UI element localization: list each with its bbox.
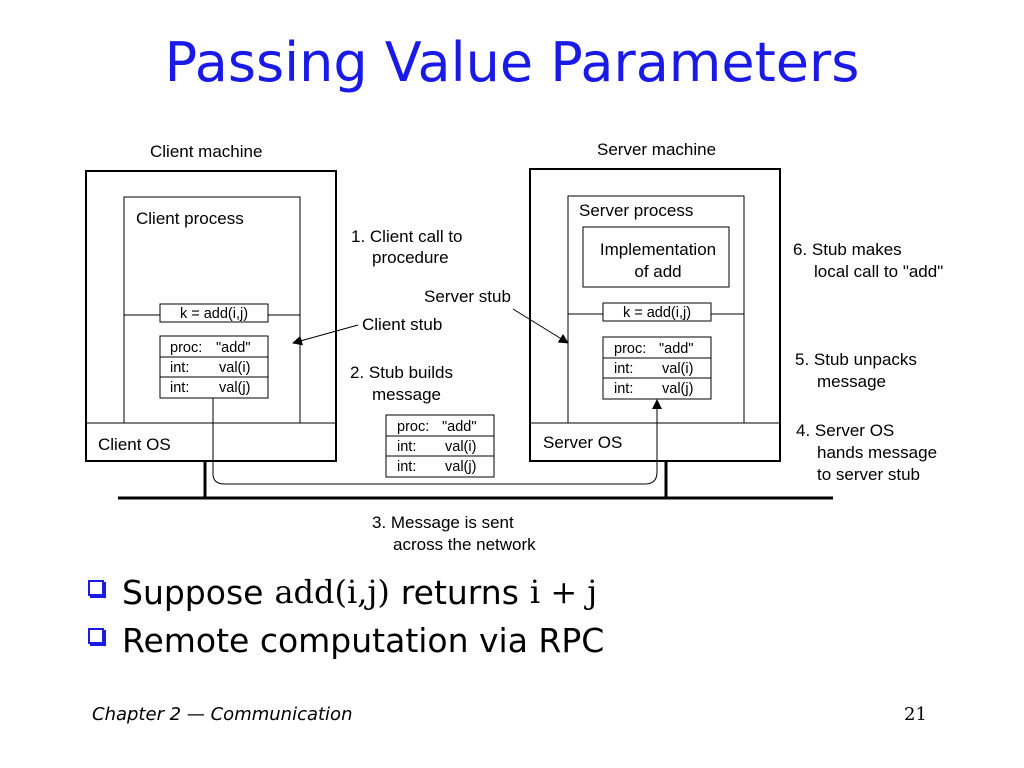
message-row-label: int: [614, 381, 633, 397]
step5-line2: message [817, 372, 886, 391]
client-message-box: proc: "add" int: val(i) int: val(j) [159, 335, 269, 399]
message-row-label: int: [170, 360, 189, 376]
client-process-label: Client process [136, 209, 244, 228]
bullet-item-suppose: Suppose add(i,j) returns i + j [88, 568, 604, 616]
step4-line3: to server stub [817, 465, 920, 484]
step3-line1: 3. Message is sent [372, 513, 514, 532]
bullet-item-remote: Remote computation via RPC [88, 616, 604, 664]
message-row-value: val(i) [662, 361, 693, 377]
bullet-code: add(i,j) [274, 573, 390, 611]
message-path-arrow [212, 398, 662, 485]
message-row-value: "add" [442, 419, 477, 435]
step2-line1: 2. Stub builds [350, 363, 453, 382]
hollow-square-bullet-icon [88, 628, 104, 644]
client-machine-label: Client machine [150, 142, 262, 161]
server-machine-label: Server machine [597, 140, 716, 159]
step4-line1: 4. Server OS [796, 421, 894, 440]
client-process-box [123, 196, 301, 424]
message-row-label: proc: [397, 419, 429, 435]
bullet-list: Suppose add(i,j) returns i + j Remote co… [88, 568, 604, 664]
client-os-label: Client OS [98, 435, 171, 454]
transit-message-box: proc: "add" int: val(i) int: val(j) [385, 414, 495, 478]
client-stub-arrow [292, 324, 359, 346]
message-row-value: val(j) [219, 380, 250, 396]
message-row-label: int: [170, 380, 189, 396]
implementation-line2: of add [634, 262, 681, 281]
implementation-line1: Implementation [600, 240, 716, 259]
step6-line1: 6. Stub makes [793, 240, 902, 259]
footer-topic: Communication [210, 704, 353, 725]
bullet-code: i + j [529, 573, 598, 611]
step1-line2: procedure [372, 248, 449, 267]
footer-dash: — [186, 704, 205, 725]
bullet-word: returns [400, 572, 519, 612]
message-row-value: val(j) [662, 381, 693, 397]
bullet-text: Remote computation via RPC [122, 620, 605, 660]
client-stub-label: Client stub [362, 315, 442, 334]
client-call-box [159, 303, 269, 323]
server-os-label: Server OS [543, 433, 622, 452]
client-machine-box [85, 170, 337, 462]
footer-chapter: Chapter 2 — Communication [92, 704, 352, 725]
message-row-value: val(i) [445, 439, 476, 455]
server-machine-box [529, 168, 781, 462]
client-call-text: k = add(i,j) [180, 306, 248, 322]
message-row-value: val(j) [445, 459, 476, 475]
step2-line2: message [372, 385, 441, 404]
message-row-value: "add" [216, 340, 251, 356]
bullet-word: Suppose [122, 572, 264, 612]
step1-line1: 1. Client call to [351, 227, 463, 246]
server-process-label: Server process [579, 201, 693, 220]
message-row-label: proc: [170, 340, 202, 356]
server-process-box [567, 195, 745, 424]
step5-line1: 5. Stub unpacks [795, 350, 917, 369]
footer-chapter-text: Chapter 2 [92, 704, 182, 725]
step6-line2: local call to "add" [814, 262, 943, 281]
message-row-label: int: [614, 361, 633, 377]
page-number: 21 [904, 704, 927, 725]
message-row-label: proc: [614, 341, 646, 357]
step4-line2: hands message [817, 443, 937, 462]
implementation-box [582, 226, 730, 288]
server-call-text: k = add(i,j) [623, 305, 691, 321]
step3-line2: across the network [393, 535, 536, 554]
hollow-square-bullet-icon [88, 580, 104, 596]
server-stub-arrow [512, 308, 569, 344]
message-row-value: val(i) [219, 360, 250, 376]
server-stub-label: Server stub [424, 287, 511, 306]
server-message-box: proc: "add" int: val(i) int: val(j) [602, 336, 712, 400]
message-row-label: int: [397, 459, 416, 475]
message-row-label: int: [397, 439, 416, 455]
server-call-box [602, 302, 712, 322]
message-row-value: "add" [659, 341, 694, 357]
slide-title: Passing Value Parameters [164, 31, 860, 94]
